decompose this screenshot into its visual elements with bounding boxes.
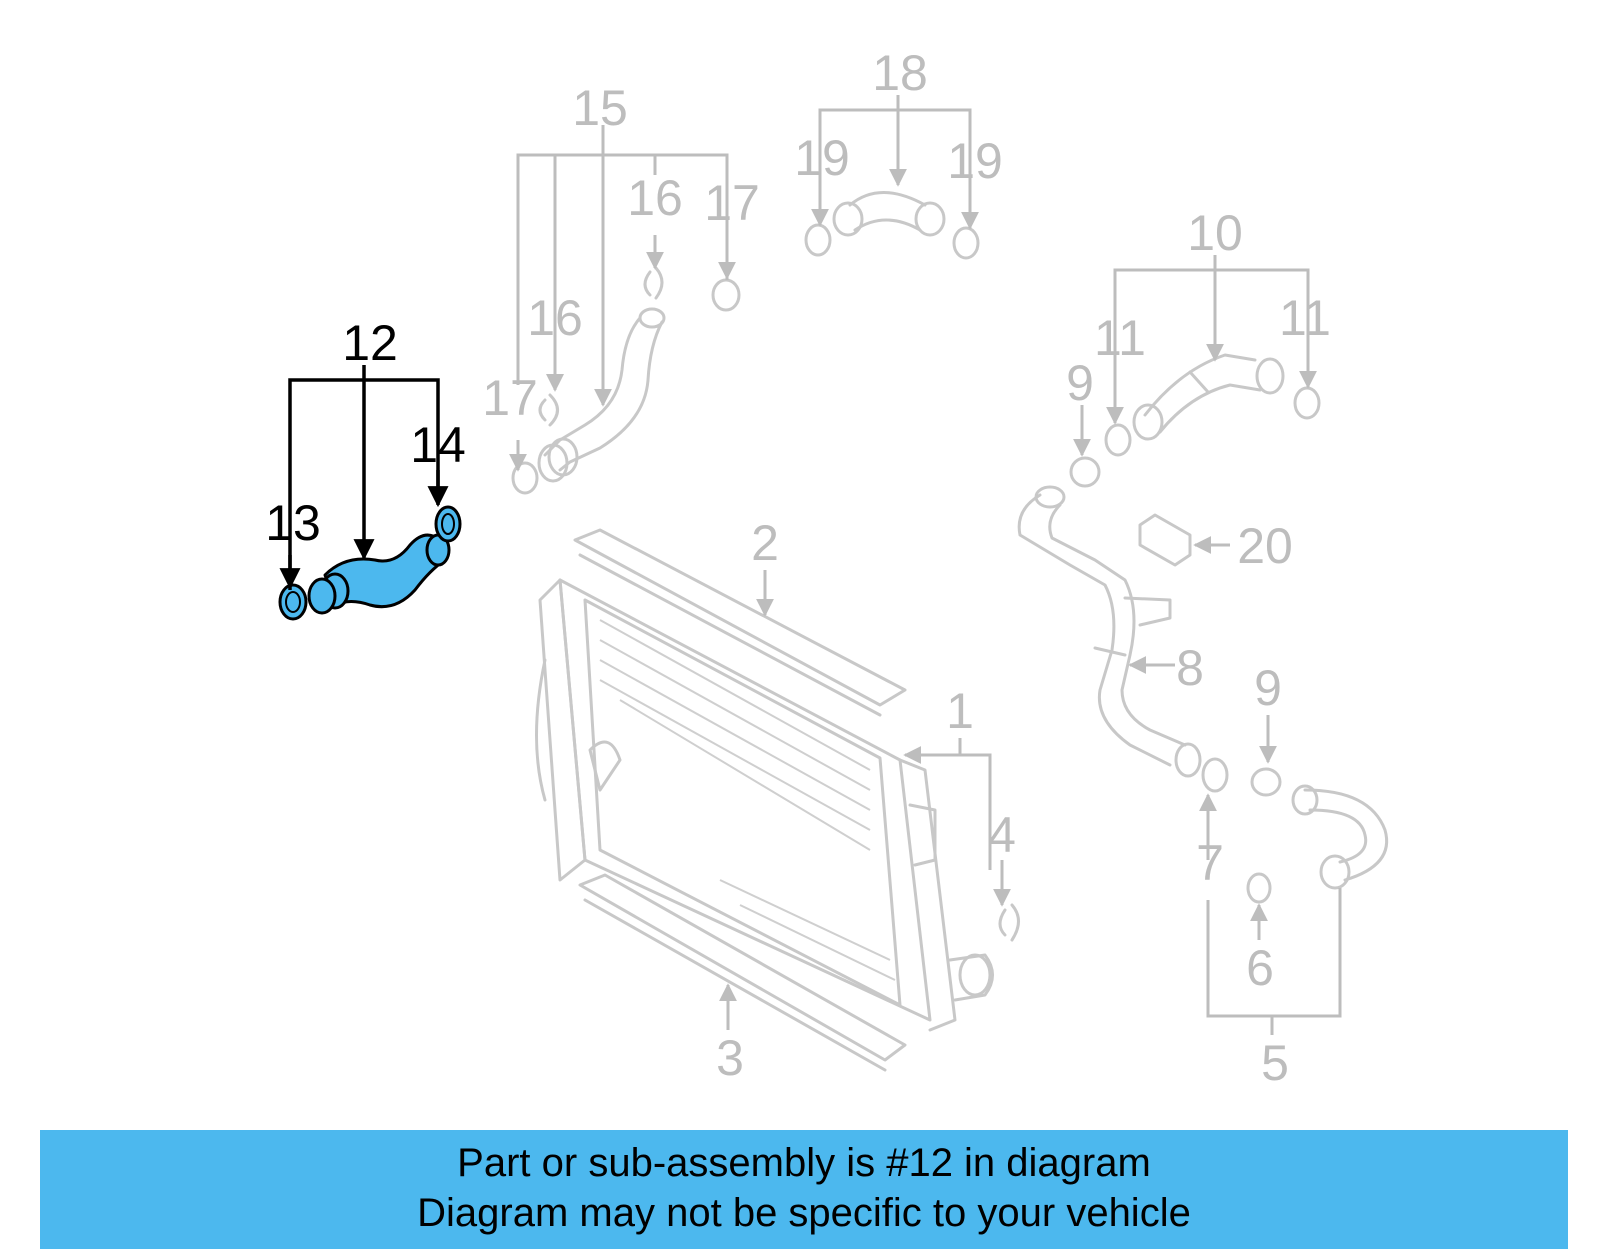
callout-labels: 1 2 3 4 5 6 7 8 9 9 10 11 11 12 13 14 15… (265, 45, 1331, 1091)
callout-17b: 17 (482, 370, 538, 426)
sensor-part (1138, 513, 1192, 567)
callout-19b: 19 (947, 133, 1003, 189)
callout-8: 8 (1176, 640, 1204, 696)
right-lower-hose (1246, 767, 1388, 904)
callout-6: 6 (1246, 940, 1274, 996)
banner-part-line: Part or sub-assembly is #12 in diagram (457, 1141, 1151, 1185)
callout-16a: 16 (627, 170, 683, 226)
callout-11a: 11 (1094, 310, 1146, 366)
callout-9a: 9 (1066, 355, 1094, 411)
leader-lines (509, 95, 1342, 1035)
highlighted-hose-assembly (278, 505, 462, 621)
callout-9b: 9 (1254, 660, 1282, 716)
callout-15: 15 (572, 80, 628, 136)
callout-16b: 16 (527, 290, 583, 346)
callout-12: 12 (342, 315, 398, 371)
callout-4: 4 (988, 807, 1016, 863)
callout-5: 5 (1261, 1035, 1289, 1091)
intercooler-core (535, 578, 994, 1032)
callout-13: 13 (265, 495, 321, 551)
callout-7: 7 (1196, 835, 1224, 891)
callout-2: 2 (751, 515, 779, 571)
callout-20: 20 (1237, 518, 1293, 574)
callout-18: 18 (872, 45, 928, 101)
seal-14 (434, 505, 462, 543)
callout-10: 10 (1187, 205, 1243, 261)
highlight-leader-lines (279, 365, 449, 590)
banner-disclaimer-line: Diagram may not be specific to your vehi… (417, 1191, 1191, 1235)
callout-11b: 11 (1279, 290, 1331, 346)
callout-14: 14 (410, 417, 466, 473)
right-long-pipe (1017, 456, 1229, 793)
seal-13 (278, 583, 308, 621)
callout-19a: 19 (794, 130, 850, 186)
top-pipe-assembly (804, 191, 980, 260)
clip-part (998, 903, 1020, 942)
callout-3: 3 (716, 1030, 744, 1086)
right-upper-pipe (1104, 353, 1321, 457)
callout-17a: 17 (704, 175, 760, 231)
upper-deflector (573, 528, 907, 717)
callout-1: 1 (946, 683, 974, 739)
info-banner: Part or sub-assembly is #12 in diagram D… (40, 1130, 1568, 1249)
left-pipe-assembly (511, 266, 741, 495)
